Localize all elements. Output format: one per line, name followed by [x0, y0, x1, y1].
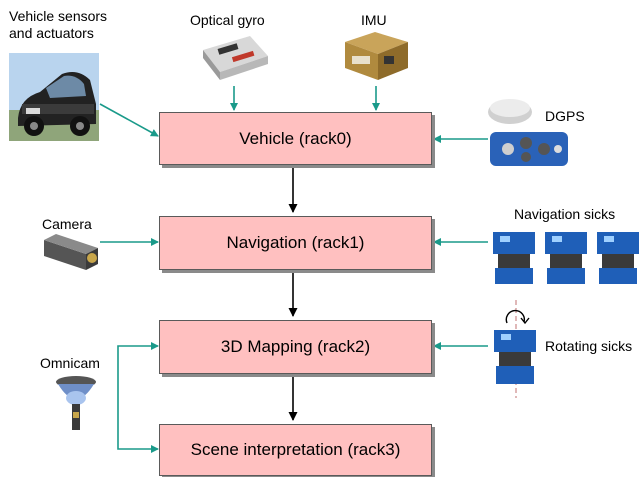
rotating-sick [494, 300, 536, 398]
optical-gyro-device [203, 36, 268, 80]
rack-scene-interpretation-label: Scene interpretation (rack3) [190, 440, 401, 459]
sensor-arrows [99, 86, 488, 453]
dgps-antenna [488, 99, 532, 124]
navigation-sick-1 [493, 232, 535, 284]
omnicam-to-mapping-arrow [117, 342, 159, 400]
vehicle-sensors-arrow [99, 103, 159, 137]
navigation-sicks-label: Navigation sicks [514, 206, 616, 222]
dgps-label: DGPS [545, 108, 585, 124]
navigation-sick-2 [545, 232, 587, 284]
vehicle-sensors-label-line1: Vehicle sensors [9, 8, 108, 24]
rotation-icon [505, 309, 530, 325]
rack-vehicle: Vehicle (rack0) [159, 112, 432, 165]
rack-navigation-label: Navigation (rack1) [226, 233, 365, 252]
rack-scene-interpretation: Scene interpretation (rack3) [159, 424, 432, 476]
vehicle-sensors-label-line2: and actuators [9, 25, 94, 41]
rack-vehicle-label: Vehicle (rack0) [239, 128, 352, 148]
rotating-sicks-label: Rotating sicks [545, 338, 633, 354]
dgps-receiver [490, 132, 568, 166]
omnicam-to-scene-arrow [117, 400, 159, 453]
navigation-sick-3 [597, 232, 639, 284]
rack-3d-mapping-label: 3D Mapping (rack2) [220, 337, 371, 356]
camera-device [44, 234, 98, 270]
rack-3d-mapping: 3D Mapping (rack2) [159, 320, 432, 374]
imu-label: IMU [361, 12, 387, 28]
camera-label: Camera [42, 216, 92, 232]
imu-device [345, 32, 408, 80]
omnicam-label: Omnicam [40, 355, 100, 371]
omnicam-device [56, 376, 96, 430]
rack-navigation: Navigation (rack1) [159, 216, 432, 270]
vehicle-photo [9, 53, 99, 141]
vehicle-sensors-label: Vehicle sensors and actuators [9, 8, 139, 42]
optical-gyro-label: Optical gyro [190, 12, 265, 28]
